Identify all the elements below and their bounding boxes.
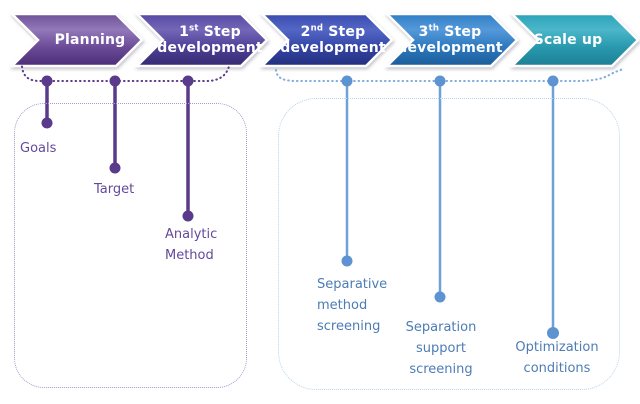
- connector-dot: [434, 75, 446, 87]
- step-text: Step: [439, 24, 482, 40]
- callout-analytic-method: Analytic Method: [165, 227, 218, 263]
- step-superscript: th: [428, 23, 440, 34]
- callout-optimization-conditions: Optimization conditions: [515, 340, 599, 376]
- step-text: 2: [300, 24, 311, 40]
- chevron-scale-up: [508, 12, 640, 68]
- development-bracket: [275, 68, 624, 82]
- step-superscript: nd: [310, 23, 324, 34]
- connector-dot: [182, 75, 194, 87]
- connector-dot: [547, 75, 559, 87]
- planning-phase-panel: [14, 103, 247, 388]
- connector-dot-optimization: [547, 327, 559, 339]
- callout-target: Target: [94, 182, 135, 197]
- step-text-line2: development: [157, 40, 263, 56]
- development-phase-panel: [278, 98, 620, 390]
- step-text: Planning: [54, 32, 126, 48]
- step-text-line2: development: [397, 40, 503, 56]
- step-text: 1: [179, 24, 190, 40]
- connector-dot: [341, 75, 353, 87]
- connector-dot: [41, 75, 53, 87]
- chevron-label-planning: Planning: [38, 14, 142, 66]
- planning-bracket: [21, 65, 230, 82]
- chevron-planning: [8, 12, 144, 68]
- connector-dot-separative: [341, 255, 353, 267]
- callout-goals: Goals: [20, 141, 57, 156]
- step-text-line2: development: [280, 40, 386, 56]
- chevron-label-step-1: 1st Step development: [157, 14, 263, 66]
- connector-dot-analytic-method: [182, 210, 194, 222]
- chevron-step-1: [133, 12, 269, 68]
- chevron-label-step-2: 2nd Step development: [280, 14, 386, 66]
- chevron-label-scale-up: Scale up: [518, 14, 618, 66]
- connector-dot-goals: [41, 117, 53, 129]
- chevron-step-3: [383, 12, 519, 68]
- connector-dot-target: [109, 162, 121, 174]
- step-text: 3: [418, 24, 429, 40]
- step-superscript: st: [189, 23, 199, 34]
- callout-separation-support-screening: Separation support screening: [405, 320, 477, 377]
- connector-dot: [109, 75, 121, 87]
- callout-separative-method-screening: Separative method screening: [317, 277, 388, 334]
- chevron-step-2: [258, 12, 394, 68]
- connector-dot-separation-support: [434, 291, 446, 303]
- step-text: Step: [198, 24, 241, 40]
- step-text: Step: [323, 24, 366, 40]
- step-text: Scale up: [533, 32, 603, 48]
- chevron-label-step-3: 3th Step development: [397, 14, 503, 66]
